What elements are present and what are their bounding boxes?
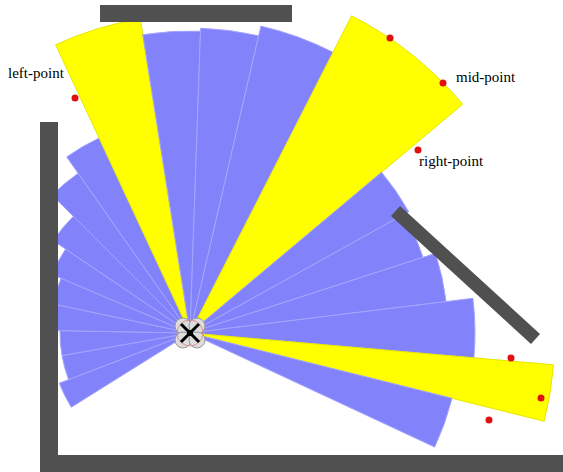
wall: [391, 206, 540, 344]
scan-sectors: [52, 16, 554, 447]
selected-sector: [190, 16, 463, 333]
drone-icon: [175, 318, 205, 348]
wall: [100, 5, 292, 22]
point-label: right-point: [419, 154, 483, 169]
wall: [40, 122, 58, 472]
end-points: [72, 35, 545, 424]
walls: [40, 5, 563, 472]
scan-sector: [60, 331, 190, 356]
scan-sector: [190, 333, 452, 447]
point-label: mid-point: [456, 70, 515, 85]
wall: [40, 455, 563, 472]
point-label: left-point: [8, 66, 64, 81]
